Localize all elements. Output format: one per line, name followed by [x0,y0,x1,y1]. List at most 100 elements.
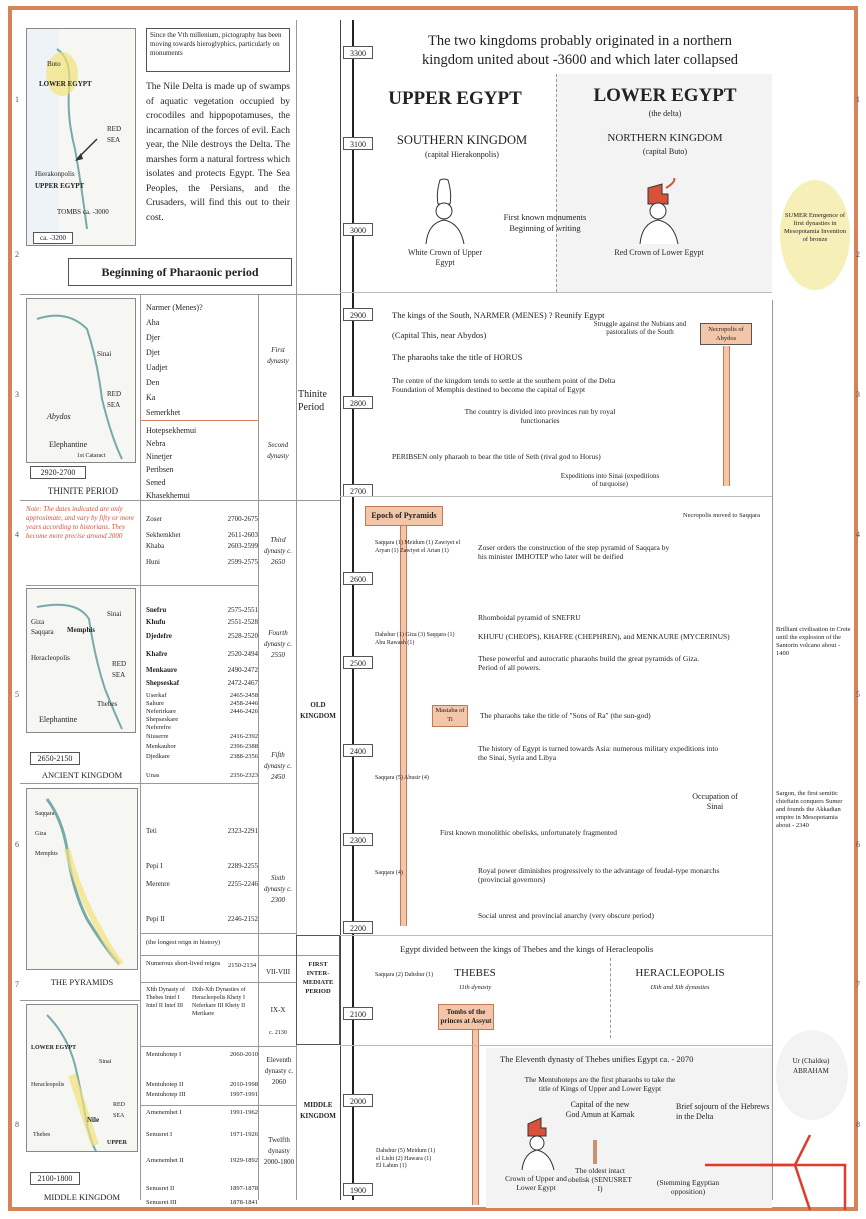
event-peribsen: PERIBSEN only pharaoh to bear the title … [392,452,601,461]
king-name: Khafre [146,650,168,658]
year-marker: 2900 [343,308,373,321]
king-name: Peribsen [146,465,174,474]
map-label: Buto [47,60,61,68]
row-number: 2 [856,250,860,259]
white-crown-label: White Crown of Upper Egypt [408,248,482,267]
king-name: Pepi II [146,915,165,923]
king-name: Semerkhet [146,408,181,417]
reign-dates: 2356-2323 [229,772,258,779]
reign-dates: 2416-2392 [229,733,258,740]
dates-note: Note: The dates indicated are only appro… [26,505,135,540]
reign-dates: 2528-2520 [227,632,258,640]
second-dynasty-list: Hotepsekhemui Nebra Ninetjer Peribsen Se… [146,424,256,502]
header-line-1: The two kingdoms probably originated in … [427,33,733,49]
map-label: Abydos [47,412,71,421]
row-number: 3 [15,390,19,399]
crown-upper-lower-label: Crown of Upper and Lower Egypt [505,1174,567,1192]
king-name: Merenre [146,880,170,888]
row-number: 2 [15,250,19,259]
row-number: 7 [15,980,19,989]
reign-dates: c. 2130 [269,1030,287,1036]
pyramid-sites: Saqqara (2) Dahshur (1) [375,972,434,978]
map-label: UPPER EGYPT [35,182,85,190]
map-label: Thebes [33,1132,51,1138]
event-narmer: The kings of the South, NARMER (MENES) ?… [392,310,605,320]
red-crown-label: Red Crown of Lower Egypt [614,248,704,257]
reign-dates: 2611-2603 [227,531,258,539]
king-name: Djedkare [146,753,170,760]
map-date-label: 2920-2700 [30,466,86,479]
king-name: Senusret I [146,1131,173,1138]
dynasty-label: Eleventh dynasty c. 2060 [264,1056,294,1086]
tombs-assyut: Tombs of the princes at Assyut [438,1004,494,1030]
king-name: Niuserre [146,733,169,740]
map-label: RED SEA [107,390,121,409]
reign-dates: 2551-2528 [227,618,258,626]
year-marker: 2400 [343,744,373,757]
thebes-sub: 11th dynasty [458,984,492,991]
map-label: RED SEA [107,125,121,144]
row-number: 6 [856,840,860,849]
map-label: Giza [35,831,47,837]
heracleopolis-title: HERACLEOPOLIS [635,967,725,979]
dynasty-label: Twelfth dynasty 2000-1800 [263,1136,295,1166]
row-separator [20,500,340,501]
sumer-circle [780,180,850,290]
row-separator [340,292,772,293]
event-divided: Egypt divided between the kings of Thebe… [400,944,654,954]
event-eleventh: The Eleventh dynasty of Thebes unifies E… [500,1054,694,1064]
event-royal-power: Royal power diminishes progressively to … [478,866,720,884]
reign-dates: 2323-2291 [227,827,258,835]
king-name: Amenemhet I [146,1109,182,1116]
king-name: Djet [146,348,160,357]
map-label: Sinai [107,610,122,618]
king-name: Zoser [146,515,162,523]
year-marker: 3100 [343,137,373,150]
kingdom-divider [556,74,557,292]
map-label: Hierakonpolis [35,170,75,178]
necropolis-abydos: Necropolis of Abydos [700,323,752,345]
necropolis-bar [723,346,730,486]
map-middle-kingdom: LOWER EGYPT Heracleopolis Nile Sinai RED… [26,1004,138,1152]
sumer-note: SUMER Emergence of first dynasties in Me… [784,212,846,243]
row-separator [20,783,258,784]
red-crown-figure-icon [639,178,679,245]
lower-egypt-bg [556,74,772,292]
year-marker: 2600 [343,572,373,585]
event-rhomboidal: Rhomboidal pyramid of SNEFRU [478,613,581,622]
king-name: Snefru [146,606,167,614]
row-separator [20,294,340,295]
king-name: Narmer (Menes)? [146,303,203,312]
king-name: Sekhemkhet [146,531,181,539]
event-capital-this: (Capital This, near Abydos) [392,330,487,340]
reign-dates: 2458-2446 [229,700,258,707]
row-number: 1 [15,95,19,104]
row-number: 7 [856,980,860,989]
dynasty-thebes: XIth Dynasty of Thebes Intef I Intef II … [146,987,185,1009]
period-label: ANCIENT KINGDOM [41,770,123,780]
year-marker: 2800 [343,396,373,409]
period-first-intermediate: FIRST INTER-MEDIATE PERIOD [302,961,334,995]
reign-dates: 2388-2356 [229,753,258,760]
reign-dates: 1897-1878 [229,1185,258,1192]
row-number: 8 [15,1120,19,1129]
row-number: 3 [856,390,860,399]
ur-note: Ur (Chaldea) ABRAHAM [792,1057,830,1075]
king-name: Unas [146,772,160,779]
event-obelisks: First known monolithic obelisks, unfortu… [440,828,618,837]
king-name: Mentuhotep I [146,1051,182,1058]
ur-circle [776,1030,848,1120]
row-number: 4 [15,530,19,539]
double-crown-figure-icon [521,1117,555,1171]
period-middle-kingdom: MIDDLE KINGDOM [300,1101,336,1120]
reign-dates: 2289-2255 [227,862,258,870]
row-separator [140,955,340,956]
kingdom-divider [610,958,611,1038]
pharaonic-banner: Beginning of Pharaonic period [68,258,292,286]
reign-note: (the longest reign in history) [146,939,221,946]
map-thinite: Sinai RED SEA Abydos Elephantine 1st Cat… [26,298,136,463]
king-name: Shepseskare [146,716,179,723]
migration-path [705,1134,847,1210]
event-sons-of-ra: The pharaohs take the title of "Sons of … [480,711,651,720]
